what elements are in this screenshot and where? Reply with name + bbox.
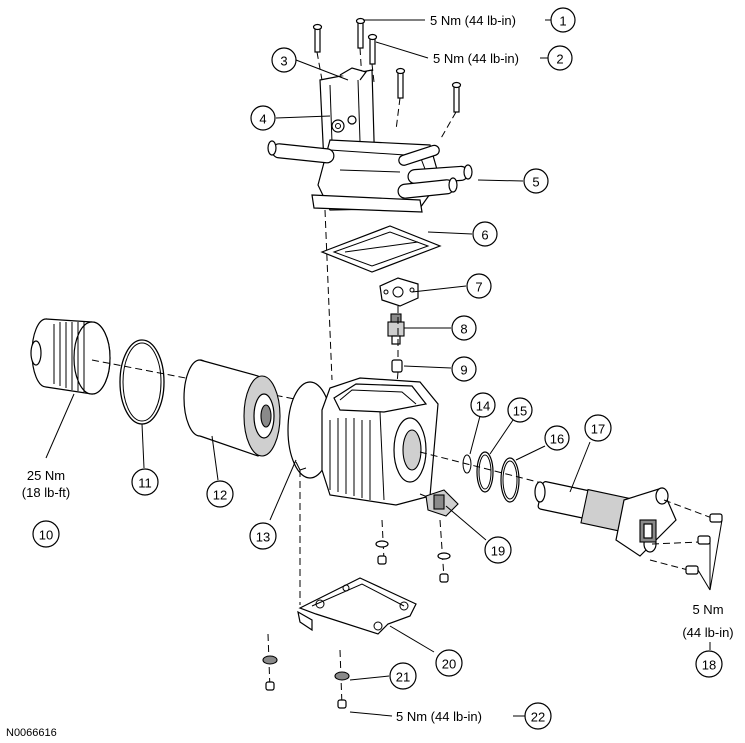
torque-spec-22: 5 Nm (44 lb-in) (396, 709, 482, 724)
gasket (320, 225, 442, 273)
o-ring-small (462, 454, 472, 474)
callout-18: 5 Nm (44 lb-in) 18 (682, 602, 734, 678)
callout-number-15: 15 (513, 404, 527, 419)
callout-number-17: 17 (591, 422, 605, 437)
callout-9: 9 (451, 356, 477, 382)
top-manifold-assembly (267, 17, 473, 213)
callout-19: 19 (484, 536, 512, 564)
torque-spec-10-line1: 25 Nm (27, 468, 65, 483)
torque-spec-18-line1: 5 Nm (692, 602, 723, 617)
callout-number-20: 20 (442, 657, 456, 672)
callout-number-16: 16 (550, 432, 564, 447)
callout-21: 21 (389, 662, 417, 690)
callout-number-18: 18 (702, 658, 716, 673)
callout-number-14: 14 (476, 399, 490, 414)
o-ring-medium (476, 451, 494, 493)
callout-2: 5 Nm (44 lb-in) 2 (433, 45, 573, 71)
figure-reference-id: N0066616 (6, 727, 57, 739)
callout-22: 5 Nm (44 lb-in) 22 (396, 702, 552, 730)
callout-number-4: 4 (259, 112, 266, 127)
callout-number-13: 13 (256, 530, 270, 545)
callout-1: 5 Nm (44 lb-in) 1 (430, 7, 576, 33)
callout-8: 8 (451, 315, 477, 341)
callout-20: 20 (435, 649, 463, 677)
heater-element (534, 481, 677, 557)
filter-element (183, 359, 281, 457)
torque-spec-18-line2: (44 lb-in) (682, 625, 733, 640)
o-ring-large (119, 339, 165, 425)
callout-11: 11 (131, 468, 159, 496)
callout-number-10: 10 (39, 528, 53, 543)
torque-spec-2: 5 Nm (44 lb-in) (433, 51, 519, 66)
callout-4: 4 (250, 105, 276, 131)
callout-number-1: 1 (559, 14, 566, 29)
callout-number-3: 3 (280, 54, 287, 69)
callout-14: 14 (470, 392, 496, 418)
grommets (262, 540, 451, 709)
callout-number-21: 21 (396, 670, 410, 685)
callout-number-6: 6 (481, 228, 488, 243)
callout-number-9: 9 (460, 363, 467, 378)
callout-3: 3 (271, 47, 297, 73)
torque-spec-10-line2: (18 lb-ft) (22, 485, 70, 500)
callout-number-5: 5 (532, 175, 539, 190)
filter-cap (30, 318, 111, 395)
callout-13: 13 (249, 522, 277, 550)
callout-number-7: 7 (475, 280, 482, 295)
sensor-stack (379, 277, 419, 373)
o-ring-outer (500, 457, 520, 503)
callout-5: 5 (523, 168, 549, 194)
leader-lines (45, 19, 723, 717)
filter-housing (321, 377, 439, 506)
callout-7: 7 (466, 273, 492, 299)
top-bolts (312, 17, 462, 113)
callout-6: 6 (472, 221, 498, 247)
callout-10: 25 Nm (18 lb-ft) 10 (22, 468, 70, 548)
callout-number-2: 2 (556, 52, 563, 67)
callout-16: 16 (544, 425, 570, 451)
callout-number-8: 8 (460, 322, 467, 337)
torque-spec-1: 5 Nm (44 lb-in) (430, 13, 516, 28)
callout-number-19: 19 (491, 544, 505, 559)
callout-number-22: 22 (531, 710, 545, 725)
callout-17: 17 (584, 414, 612, 442)
mounting-bracket (297, 577, 417, 635)
callout-number-11: 11 (138, 476, 152, 491)
callout-number-12: 12 (213, 488, 227, 503)
callout-15: 15 (507, 397, 533, 423)
heater-screws (649, 499, 723, 575)
callout-12: 12 (206, 480, 234, 508)
